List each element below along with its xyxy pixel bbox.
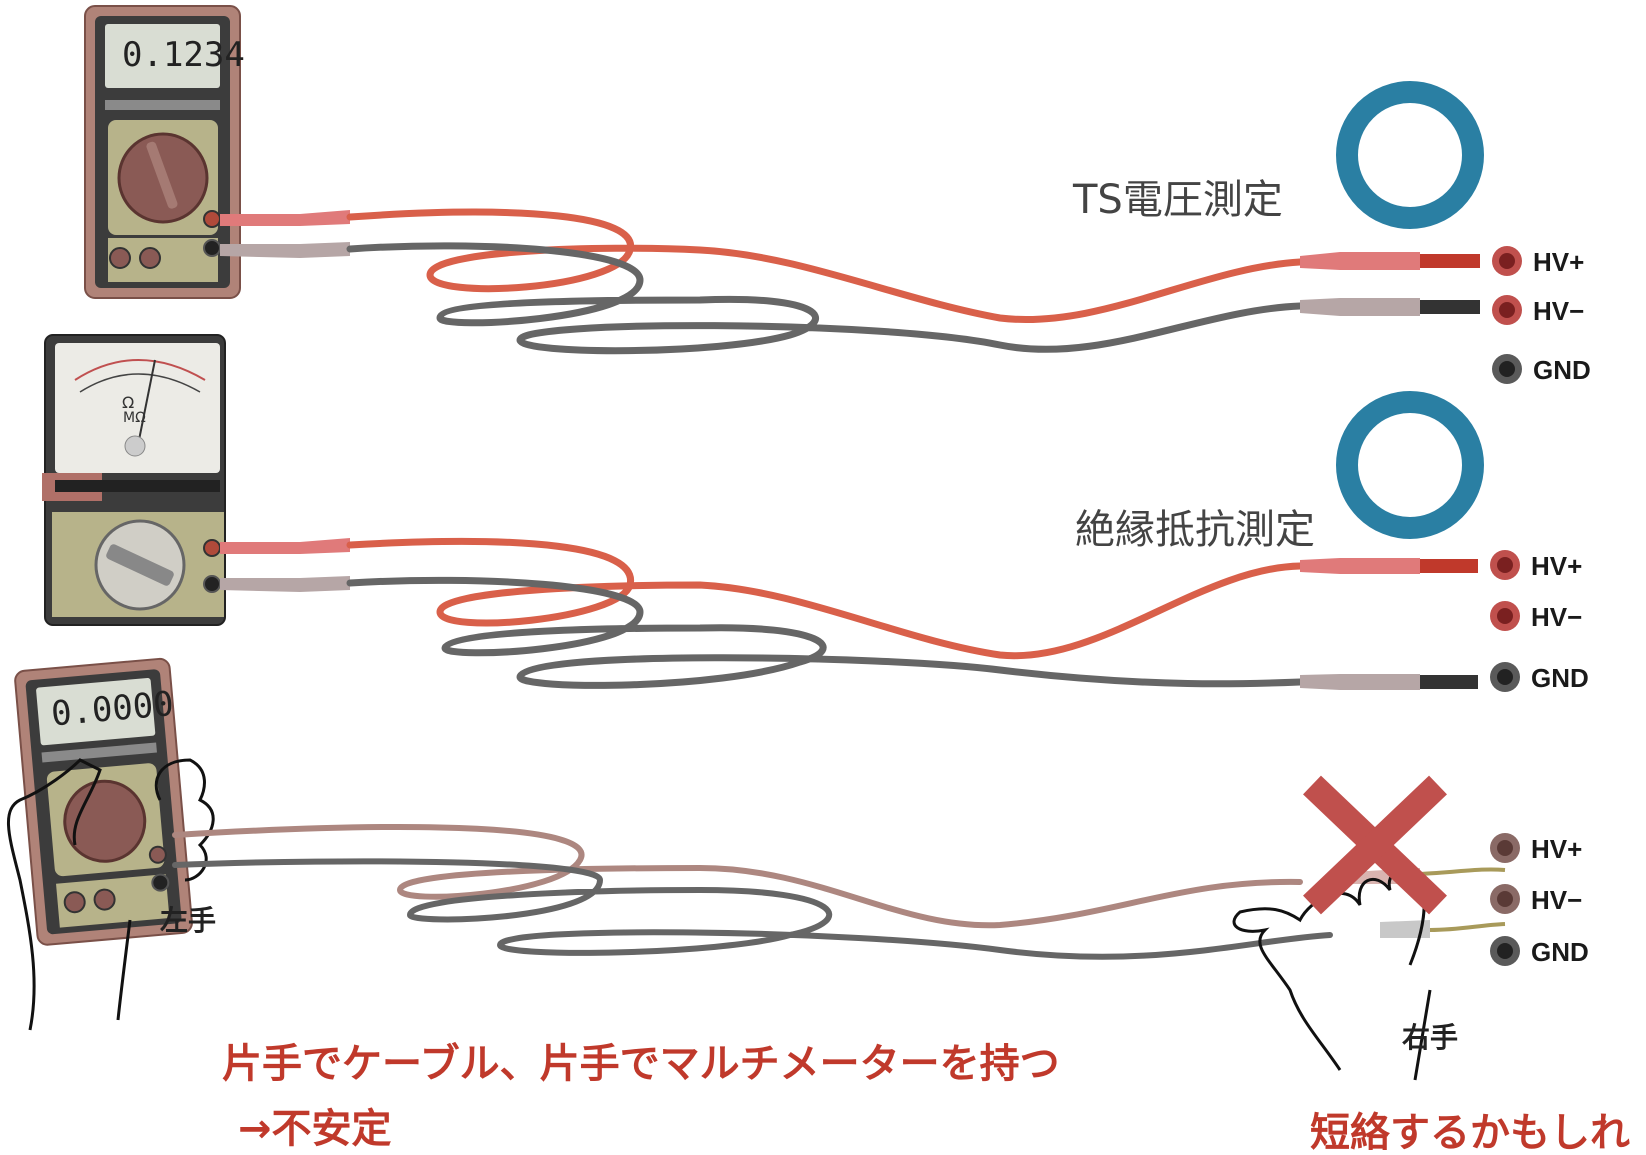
warning-line-1: 片手でケーブル、片手でマルチメーターを持つ xyxy=(222,1041,1060,1087)
svg-text:GND: GND xyxy=(1531,663,1589,693)
analog-insulation-tester: Ω MΩ xyxy=(42,334,226,626)
terminal-hv-plus: HV+ xyxy=(1490,833,1582,864)
black-lead-wire xyxy=(346,242,1304,355)
svg-text:HV−: HV− xyxy=(1531,885,1582,915)
panel-title: 絶縁抵抗測定 xyxy=(1075,507,1315,553)
svg-text:HV−: HV− xyxy=(1531,602,1582,632)
panel-ts-voltage: 0.1234 HV+ HV− xyxy=(84,5,1591,385)
red-lead-wire xyxy=(346,537,1304,660)
terminal-hv-minus: HV− xyxy=(1490,601,1582,632)
ok-circle-mark xyxy=(1336,81,1484,229)
svg-text:Ω: Ω xyxy=(122,393,134,412)
left-hand xyxy=(6,758,215,1031)
terminal-hv-minus: HV− xyxy=(1492,295,1584,326)
right-hand-label: 右手 xyxy=(1402,1021,1458,1054)
digital-multimeter: 0.0000 xyxy=(14,657,193,946)
panel-title: TS電圧測定 xyxy=(1072,177,1283,223)
terminal-gnd: GND xyxy=(1492,354,1591,385)
black-lead-wire xyxy=(172,858,1333,960)
terminal-gnd: GND xyxy=(1490,662,1589,693)
ok-circle-mark xyxy=(1336,391,1484,539)
left-hand-label: 左手 xyxy=(160,904,216,937)
red-lead-wire xyxy=(172,824,1303,929)
svg-text:GND: GND xyxy=(1531,937,1589,967)
warning-short-circuit: 短絡するかもしれ xyxy=(1310,1110,1630,1155)
meter-display: 0.1234 xyxy=(122,35,245,75)
digital-multimeter: 0.1234 xyxy=(84,5,245,299)
svg-text:HV−: HV− xyxy=(1533,296,1584,326)
svg-text:HV+: HV+ xyxy=(1531,834,1582,864)
svg-text:GND: GND xyxy=(1533,355,1591,385)
svg-text:HV+: HV+ xyxy=(1533,247,1584,277)
terminal-hv-minus: HV− xyxy=(1490,884,1582,915)
panel-insulation-resistance: Ω MΩ HV+ HV− GND xyxy=(42,334,1589,693)
black-lead-wire xyxy=(346,576,1304,689)
svg-text:HV+: HV+ xyxy=(1531,551,1582,581)
warning-line-2: →不安定 xyxy=(238,1106,392,1152)
terminal-hv-plus: HV+ xyxy=(1492,246,1584,277)
ng-cross-mark xyxy=(1303,775,1447,915)
terminal-hv-plus: HV+ xyxy=(1490,550,1582,581)
terminal-gnd: GND xyxy=(1490,936,1589,967)
svg-text:MΩ: MΩ xyxy=(123,410,146,426)
panel-handheld-unstable: 0.0000 左手 右手 HV+ HV− xyxy=(6,657,1630,1155)
